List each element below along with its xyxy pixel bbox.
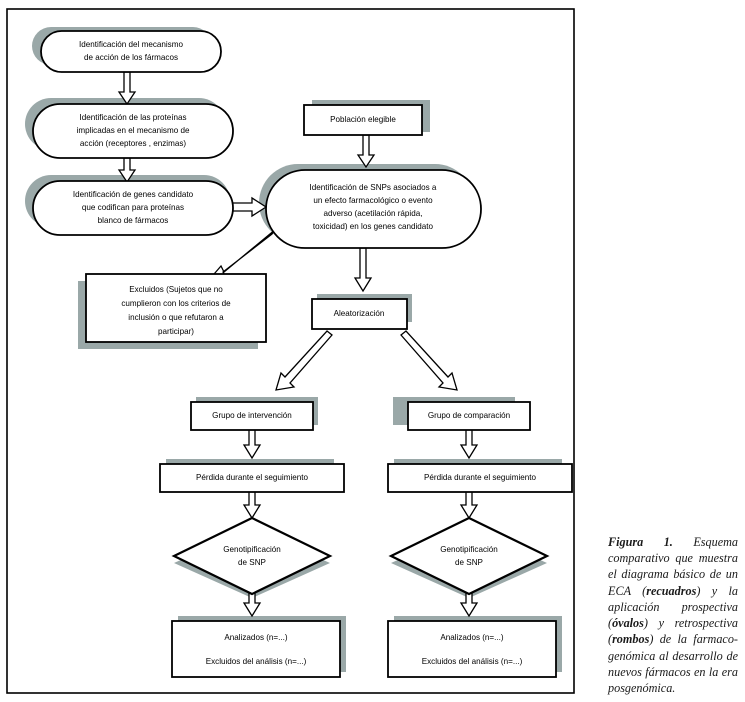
node-analizados-der[interactable]: Analizados (n=...) Excluidos del análisi… (387, 620, 557, 678)
node-analizados-der-rect (387, 620, 557, 678)
node-perdida-der-rect (387, 463, 573, 493)
node-perdida-izq-label: Pérdida durante el seguimiento (196, 473, 309, 482)
arrow-mecanismo-to-proteinas (117, 71, 137, 106)
arrow-aleatorizacion-to-intervencion (275, 330, 333, 391)
node-analizados-izq-line-0: Analizados (n=...) (224, 633, 288, 642)
node-proteinas-line-0: Identificación de las proteínas (79, 113, 186, 122)
node-genes-line-1: que codifican para proteínas (82, 203, 184, 212)
node-genes-candidato-oval (32, 180, 234, 236)
node-aleatorizacion[interactable]: Aleatorización (311, 298, 408, 330)
node-genotipificacion-izq-diamond (171, 516, 333, 596)
arrow-snps-to-aleatorizacion (353, 247, 373, 293)
node-excluidos[interactable]: Excluidos (Sujetos que no cumplieron con… (85, 273, 267, 343)
node-proteinas-line-1: implicadas en el mecanismo de (77, 126, 190, 135)
node-poblacion-label: Población elegible (330, 115, 396, 124)
node-mecanismo-line-0: Identificación del mecanismo (79, 40, 183, 49)
node-grupo-comparacion-rect (407, 401, 531, 431)
caption-run-6: ) de la farmaco-genómica al desarrollo d… (608, 632, 738, 695)
node-genotipificacion-izq[interactable]: Genotipificación de SNP (171, 516, 333, 596)
node-grupo-comparacion-label: Grupo de comparación (428, 411, 510, 420)
node-aleatorizacion-rect (311, 298, 408, 330)
node-genotipificacion-der-diamond (388, 516, 550, 596)
arrow-poblacion-to-snps (356, 134, 376, 169)
node-grupo-comparacion[interactable]: Grupo de comparación (407, 401, 531, 431)
node-excluidos-line-3: participar) (158, 327, 194, 336)
node-excluidos-line-0: Excluidos (Sujetos que no (129, 285, 223, 294)
node-snps-line-2: adverso (acetilación rápida, (324, 209, 423, 218)
node-analizados-izq-line-1: Excluidos del análisis (n=...) (206, 657, 307, 666)
node-excluidos-line-2: inclusión o que refutaron a (128, 313, 224, 322)
node-genotipificacion-der[interactable]: Genotipificación de SNP (388, 516, 550, 596)
caption-run-4: ) y retrospectiva ( (608, 616, 738, 647)
node-genes-candidato[interactable]: Identificación de genes candidato que co… (32, 180, 234, 236)
node-poblacion-elegible-rect (303, 104, 423, 136)
node-proteinas[interactable]: Identificación de las proteínas implicad… (32, 103, 234, 159)
node-genotipificacion-der-line-0: Genotipificación (440, 545, 498, 554)
figure-caption: Figura 1. Esquema comparativo que muestr… (608, 534, 738, 696)
node-aleatorizacion-label: Aleatorización (334, 309, 385, 318)
arrow-aleatorizacion-to-comparacion (400, 330, 458, 391)
caption-run-5: rombos (612, 632, 650, 647)
node-perdida-der[interactable]: Pérdida durante el seguimiento (387, 463, 573, 493)
node-genotipificacion-izq-line-0: Genotipificación (223, 545, 281, 554)
arrow-genes-to-snps (230, 196, 268, 218)
node-perdida-izq-rect (159, 463, 345, 493)
flowchart-svg: Identificación del mecanismo de acción d… (6, 8, 575, 694)
node-analizados-der-line-0: Analizados (n=...) (440, 633, 504, 642)
node-snps-line-3: toxicidad) en los genes candidato (313, 222, 434, 231)
node-snps-line-1: un efecto farmacológico o evento (313, 196, 433, 205)
caption-run-2: ) y la aplicación prospectiva ( (608, 583, 738, 631)
caption-label: Figura 1. (608, 535, 673, 549)
caption-run-3: óvalos (612, 616, 644, 631)
node-genotipificacion-der-line-1: de SNP (455, 558, 483, 567)
node-excluidos-line-1: cumplieron con los criterios de (121, 299, 231, 308)
node-genes-line-2: blanco de fármacos (98, 216, 169, 225)
node-genotipificacion-izq-line-1: de SNP (238, 558, 266, 567)
node-analizados-izq-rect (171, 620, 341, 678)
node-grupo-intervencion[interactable]: Grupo de intervención (190, 401, 314, 431)
arrow-proteinas-to-genes (117, 157, 137, 184)
node-excluidos-rect (85, 273, 267, 343)
caption-run-0: Esquema comparativo que muestra el diagr… (608, 535, 738, 598)
node-poblacion-elegible[interactable]: Población elegible (303, 104, 423, 136)
node-grupo-intervencion-label: Grupo de intervención (212, 411, 292, 420)
node-grupo-intervencion-rect (190, 401, 314, 431)
node-mecanismo-oval (40, 30, 222, 73)
node-genes-line-0: Identificación de genes candidato (73, 190, 194, 199)
node-analizados-izq[interactable]: Analizados (n=...) Excluidos del análisi… (171, 620, 341, 678)
node-snps-line-0: Identificación de SNPs asociados a (310, 183, 437, 192)
node-mecanismo-line-1: de acción de los fármacos (84, 53, 178, 62)
node-proteinas-line-2: acción (receptores , enzimas) (80, 139, 186, 148)
node-proteinas-oval (32, 103, 234, 159)
node-mecanismo[interactable]: Identificación del mecanismo de acción d… (40, 30, 222, 73)
flowchart-figure: Identificación del mecanismo de acción d… (6, 8, 575, 694)
node-perdida-der-label: Pérdida durante el seguimiento (424, 473, 537, 482)
node-perdida-izq[interactable]: Pérdida durante el seguimiento (159, 463, 345, 493)
node-snps-oval (265, 169, 482, 249)
caption-run-1: recuadros (646, 583, 697, 598)
node-snps[interactable]: Identificación de SNPs asociados a un ef… (265, 169, 482, 249)
node-analizados-der-line-1: Excluidos del análisis (n=...) (422, 657, 523, 666)
